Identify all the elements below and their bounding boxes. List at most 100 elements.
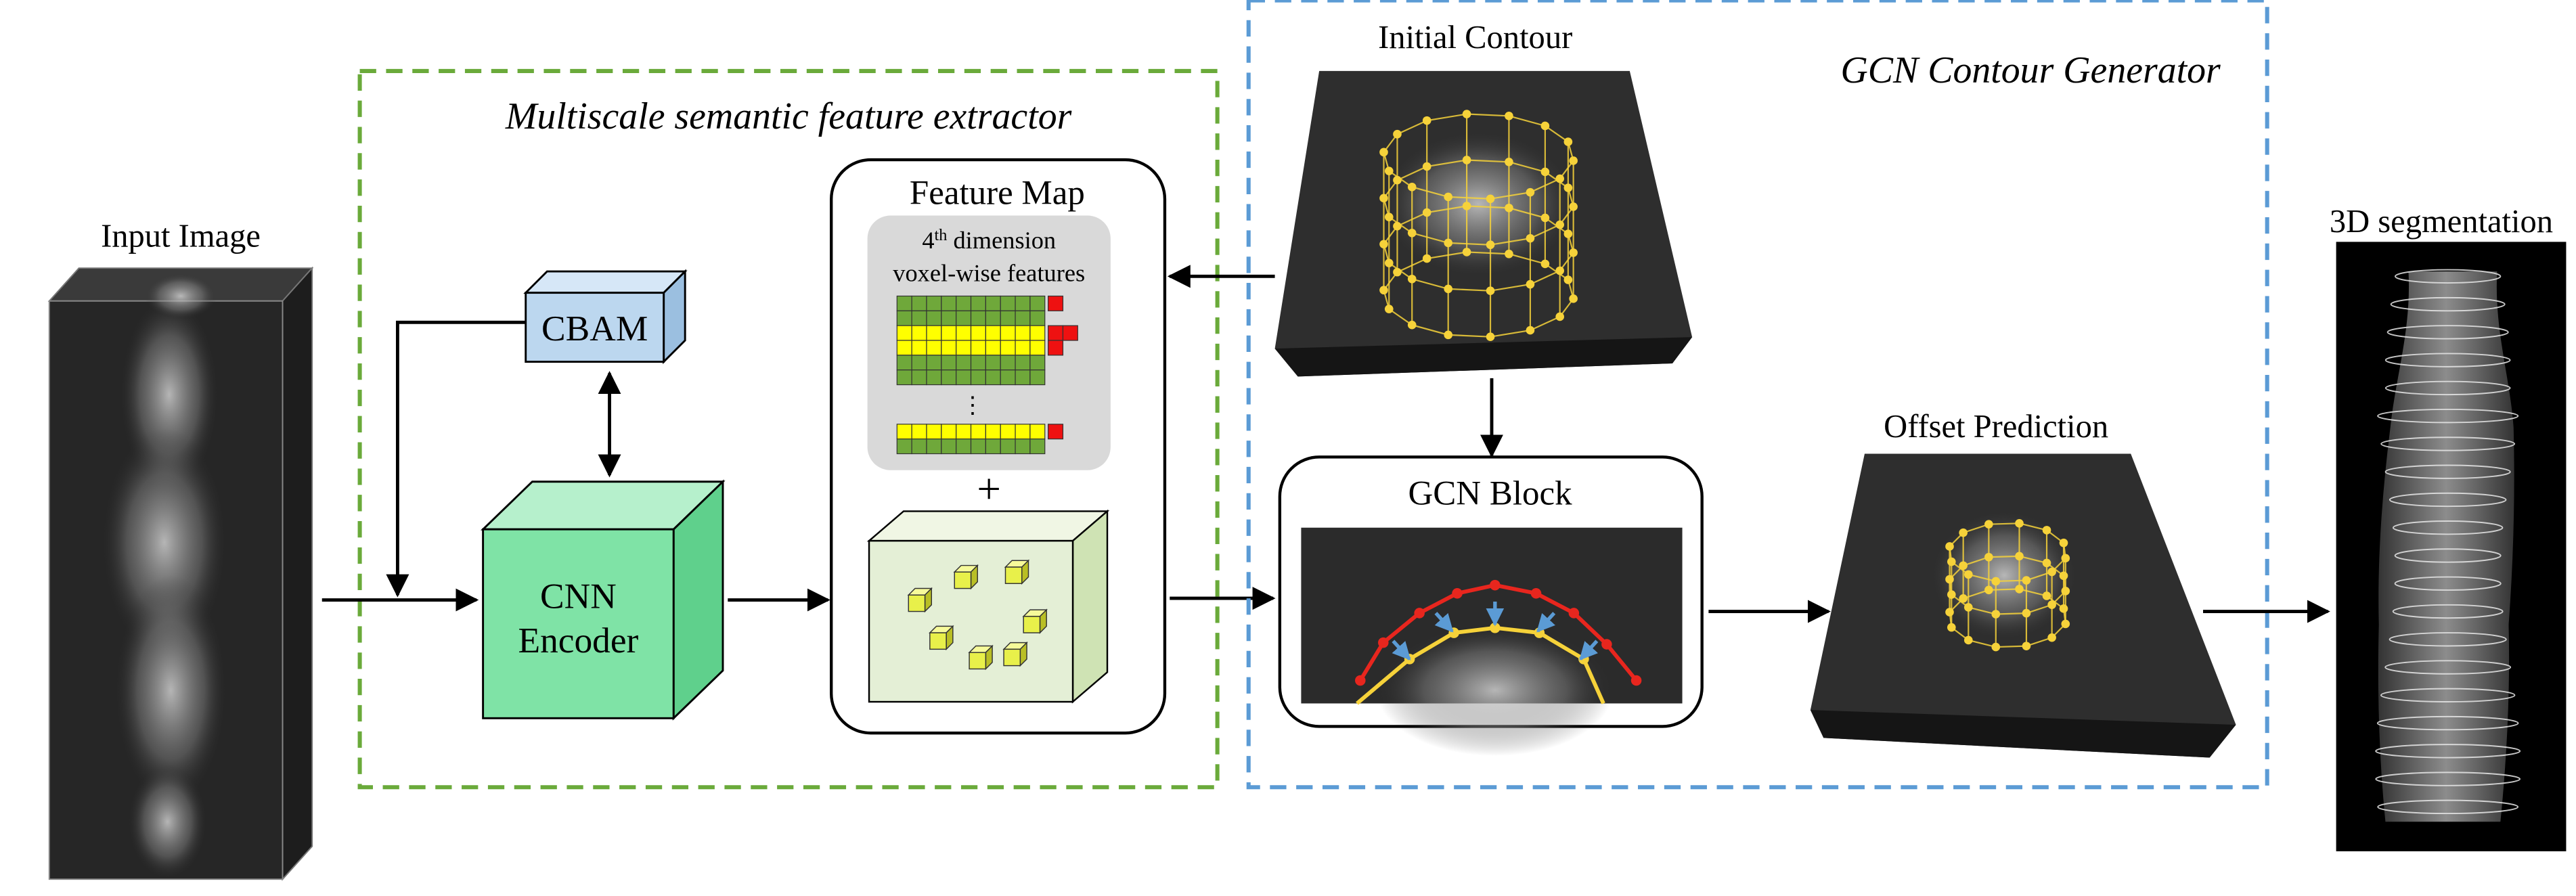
contour-node	[1486, 286, 1495, 296]
offset-arrow	[1536, 612, 1556, 633]
feature-cell	[985, 295, 1001, 311]
contour-node	[1486, 332, 1495, 341]
contour-node	[1407, 274, 1417, 284]
contour-node	[2047, 633, 2056, 642]
extractor-region	[357, 68, 1220, 790]
contour-node	[1959, 528, 1968, 537]
cbam-module: CBAM	[523, 269, 688, 365]
segmentation-ring	[2375, 771, 2521, 786]
contour-node	[1526, 279, 1535, 289]
segmentation-rings	[2375, 269, 2521, 815]
contour-node	[1991, 610, 2001, 619]
feature-cell	[956, 369, 972, 386]
voxel-cube	[1003, 648, 1021, 667]
feature-cell	[1029, 325, 1046, 341]
predicted-contour-node	[1530, 588, 1542, 599]
contour-node	[1384, 305, 1394, 313]
contour-node	[1991, 642, 2001, 652]
feature-cell	[926, 325, 942, 341]
contour-node	[1945, 542, 1954, 551]
feature-cell	[896, 295, 912, 311]
feature-cell	[896, 355, 912, 371]
contour-node	[1384, 166, 1394, 176]
contour-node	[1555, 220, 1564, 229]
feature-cell	[956, 424, 972, 440]
contour-node	[1945, 608, 1954, 617]
feature-cell	[1015, 369, 1031, 386]
feature-cell	[970, 340, 986, 356]
generator-region	[1246, 0, 2269, 790]
contour-node	[1984, 520, 1993, 529]
contour-node	[1569, 202, 1578, 211]
feature-cell	[970, 310, 986, 326]
feature-cell	[926, 369, 942, 386]
contour-node	[1505, 203, 1513, 212]
feature-cell-red	[1048, 325, 1064, 341]
feature-cell	[985, 340, 1001, 356]
initial-contour-image	[1274, 70, 1693, 377]
contour-node	[1393, 175, 1402, 185]
segmentation-ring	[2384, 353, 2511, 367]
feature-cell-red	[1048, 340, 1064, 356]
contour-node	[1407, 228, 1417, 238]
voxel-cube	[1004, 566, 1023, 584]
contour-node	[1444, 284, 1453, 294]
predicted-contour-node	[1355, 675, 1366, 686]
contour-node	[1462, 248, 1471, 256]
cbam-label: CBAM	[541, 308, 648, 349]
contour-node	[1505, 249, 1513, 259]
feature-cell	[956, 325, 972, 341]
feature-cell	[956, 340, 972, 356]
feature-cell	[896, 369, 912, 386]
contour-node	[1984, 585, 1993, 595]
segmentation-ring	[2376, 715, 2519, 731]
contour-node	[1947, 557, 1956, 566]
contour-node	[1563, 183, 1573, 192]
gcn-block-title: GCN Block	[1408, 475, 1573, 513]
contour-node	[1486, 194, 1495, 204]
voxel-cube	[929, 632, 947, 650]
feature-cell	[956, 355, 972, 371]
contour-node	[1505, 157, 1513, 166]
feature-cell	[985, 424, 1001, 440]
segmentation-ring	[2384, 464, 2511, 479]
contour-node	[1540, 167, 1550, 177]
feature-cell	[1029, 295, 1046, 311]
voxel-features-label: voxel-wise features	[893, 260, 1085, 287]
contour-node	[1963, 570, 1973, 579]
feature-cell	[1000, 369, 1016, 386]
feature-cell	[896, 325, 912, 341]
generator-title: GCN Contour Generator	[1841, 49, 2221, 91]
feature-grid-ellipsis: ⋮	[961, 393, 984, 418]
segmentation-ring	[2392, 520, 2504, 535]
feature-cell	[941, 340, 957, 356]
contour-node	[1555, 266, 1564, 275]
segmentation-ring	[2395, 269, 2502, 284]
contour-node	[1569, 156, 1578, 165]
feature-cell	[896, 310, 912, 326]
feature-cell-red	[1062, 325, 1078, 341]
contour-node	[1407, 183, 1417, 192]
feature-cell	[1015, 310, 1031, 326]
contour-node	[1422, 116, 1431, 125]
feature-cell	[926, 424, 942, 440]
feature-cell	[985, 325, 1001, 341]
feature-cell	[1029, 439, 1046, 455]
contour-node	[2047, 567, 2056, 577]
feature-cell	[970, 325, 986, 341]
feature-cell	[926, 340, 942, 356]
predicted-contour-node	[1452, 588, 1463, 599]
feature-cell	[970, 439, 986, 455]
feature-cell	[1015, 355, 1031, 371]
feature-cell	[926, 310, 942, 326]
contour-node	[2059, 604, 2068, 613]
feature-cell	[985, 310, 1001, 326]
contour-node	[2022, 576, 2031, 585]
segmentation-ring	[2394, 576, 2502, 591]
contour-node	[1486, 240, 1495, 250]
contour-node	[1947, 623, 1956, 632]
feature-cell	[1000, 439, 1016, 455]
feature-cell	[911, 369, 927, 386]
feature-cell-red	[1048, 424, 1064, 440]
contour-node	[2022, 642, 2031, 650]
